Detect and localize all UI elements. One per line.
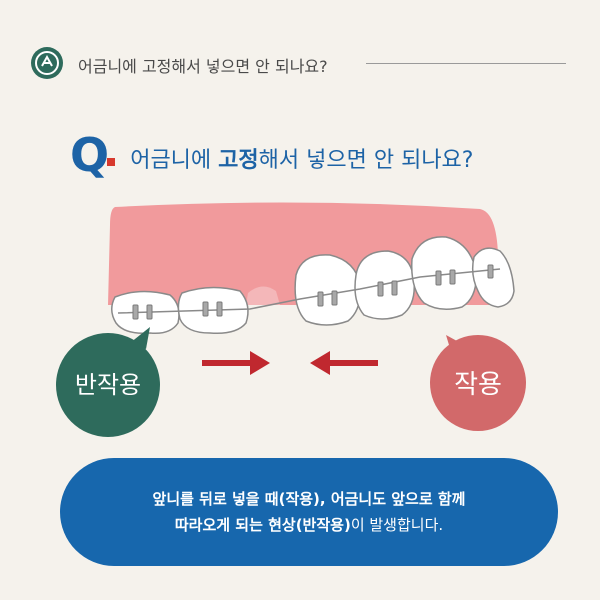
arrow-left (310, 351, 378, 375)
header: 어금니에 고정해서 넣으면 안 되나요? (30, 44, 570, 84)
brackets (132, 264, 494, 320)
q-mark: Q (70, 128, 109, 182)
header-title: 어금니에 고정해서 넣으면 안 되나요? (78, 57, 328, 76)
info-line-1-text: 앞니를 뒤로 넣을 때(작용), 어금니도 앞으로 함께 (152, 490, 466, 508)
q-dot (107, 158, 116, 166)
gum-gap (246, 286, 280, 305)
premolar-tooth-2 (354, 250, 415, 320)
info-line-2-rest: 이 발생합니다. (350, 516, 444, 534)
arrow-right (202, 351, 270, 375)
archwire (117, 268, 501, 314)
question-text-part1: 어금니에 (130, 148, 219, 173)
info-line-2-bold: 따라오게 되는 현상(반작용) (174, 516, 351, 534)
brand-logo-icon (31, 47, 63, 79)
reaction-bubble: 반작용 (56, 327, 160, 437)
canine-tooth (411, 236, 477, 310)
question-text-bold: 고정 (218, 148, 259, 173)
header-divider (366, 63, 566, 64)
info-line-1: 앞니를 뒤로 넣을 때(작용), 어금니도 앞으로 함께 (153, 486, 466, 512)
question-heading: Q 어금니에 고정해서 넣으면 안 되나요? (70, 128, 473, 182)
question-text-part3: 해서 넣으면 안 되나요? (258, 148, 474, 173)
question-text: 어금니에 고정해서 넣으면 안 되나요? (130, 142, 473, 174)
reaction-label: 반작용 (75, 371, 141, 399)
action-bubble: 작용 (430, 335, 526, 431)
teeth-illustration: 반작용 작용 (56, 202, 526, 437)
info-box: 앞니를 뒤로 넣을 때(작용), 어금니도 앞으로 함께 따라오게 되는 현상(… (60, 458, 558, 566)
info-line-2: 따라오게 되는 현상(반작용)이 발생합니다. (175, 512, 443, 538)
action-label: 작용 (454, 370, 502, 400)
